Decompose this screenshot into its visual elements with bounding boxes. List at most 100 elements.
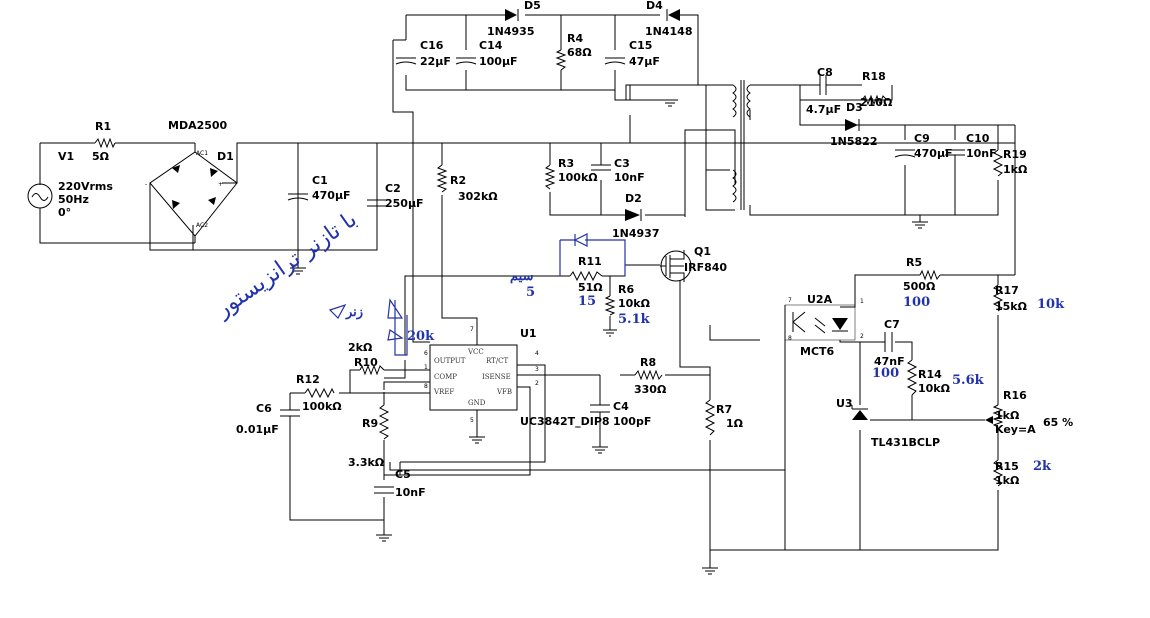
c9-name: C9 — [914, 132, 930, 145]
u2a-pin8: 8 — [788, 335, 792, 342]
c10-capacitor-icon — [945, 149, 965, 156]
labels: V1 220Vrms 50Hz 0° MDA2500 D1 AC1 AC2 + … — [58, 0, 1073, 499]
r17-value: 15kΩ — [995, 300, 1028, 313]
r3-name: R3 — [558, 157, 574, 170]
r10-name: R10 — [354, 356, 378, 369]
d3-name: D3 — [846, 101, 863, 114]
r11-value: 51Ω — [578, 281, 603, 294]
bridge-diodes-icon — [172, 165, 218, 209]
r8-resistor-icon — [634, 369, 663, 381]
d2-value: 1N4937 — [612, 227, 659, 240]
c6-value: 0.01µF — [236, 423, 279, 436]
r18-name: R18 — [862, 70, 886, 83]
u1-pinno-rtct: 4 — [535, 350, 539, 357]
d2-name: D2 — [625, 192, 642, 205]
u1-pinno-vfb: 2 — [535, 380, 539, 387]
r2-name: R2 — [450, 174, 466, 187]
r5-resistor-icon — [919, 269, 941, 281]
c1-value: 470µF — [312, 189, 351, 202]
r8-name: R8 — [640, 356, 656, 369]
d5-diode-icon — [505, 9, 517, 21]
r10-resistor-icon — [359, 364, 385, 376]
c4-capacitor-icon — [590, 404, 610, 425]
r17-resistor-icon — [992, 284, 1004, 312]
c4-name: C4 — [613, 400, 629, 413]
r18-value: 210Ω — [860, 96, 893, 109]
r15-resistor-icon — [992, 459, 1004, 487]
r9-resistor-icon — [378, 404, 390, 440]
r2-value: 302kΩ — [458, 190, 498, 203]
handwritten-notes: 5.1k 15 20k 100 100 5.6k 10k 2k 5 ﺳﯿﻢ ﺯﻧ… — [211, 207, 1065, 474]
c1-name: C1 — [312, 174, 328, 187]
r1-name: R1 — [95, 120, 111, 133]
uc3842-body — [429, 344, 518, 411]
r15-value: 1kΩ — [995, 474, 1020, 487]
r16-key: Key=A — [995, 423, 1036, 436]
r6-value: 10kΩ — [618, 297, 651, 310]
r11-resistor-icon — [569, 270, 603, 282]
c16-capacitor-icon — [395, 57, 417, 65]
r4-name: R4 — [567, 32, 583, 45]
r4-resistor-icon — [555, 49, 567, 71]
r16-name: R16 — [1003, 389, 1027, 402]
d4-diode-icon — [668, 9, 680, 21]
d5-value: 1N4935 — [487, 25, 534, 38]
d5-name: D5 — [524, 0, 541, 12]
r16-wiper-icon — [985, 416, 993, 424]
bridge-ac1: AC1 — [196, 150, 208, 157]
r14-resistor-icon — [906, 359, 918, 396]
d3-value: 1N5822 — [830, 135, 877, 148]
v1-frequency: 50Hz — [58, 193, 89, 206]
u1-pin-vref: VREF — [433, 388, 454, 396]
r12-resistor-icon — [304, 387, 335, 399]
u1-pinno-isense: 3 — [535, 366, 539, 373]
d2-diode-icon — [625, 209, 640, 221]
r10-value: 2kΩ — [348, 341, 373, 354]
c16-value: 22µF — [420, 55, 451, 68]
note-c7: 100 — [872, 366, 899, 381]
u1-pin-rtct: RT/CT — [486, 357, 509, 365]
r19-name: R19 — [1003, 148, 1027, 161]
c9-value: 470µF — [914, 147, 953, 160]
wires — [39, 14, 1016, 568]
v1-label: V1 — [58, 150, 74, 163]
ground-symbols — [290, 99, 928, 575]
r16-percent: 65 % — [1043, 416, 1073, 429]
r8-value: 330Ω — [634, 383, 667, 396]
c7-capacitor-icon — [884, 332, 893, 352]
r15-name: R15 — [995, 460, 1019, 473]
r7-value: 1Ω — [726, 417, 744, 430]
c2-capacitor-icon — [367, 199, 387, 207]
r16-potentiometer-icon — [992, 404, 1004, 428]
v1-voltage: 220Vrms — [58, 180, 113, 193]
transformer-icon — [732, 84, 751, 203]
r6-name: R6 — [618, 283, 634, 296]
bridge-part: MDA2500 — [168, 119, 228, 132]
q1-name: Q1 — [694, 245, 711, 258]
note-gate: 5 — [526, 285, 535, 300]
r1-resistor-icon — [94, 137, 116, 149]
c5-name: C5 — [395, 468, 411, 481]
u1-pin-gnd: GND — [468, 399, 486, 407]
u1-part: UC3842T_DIP8 — [520, 415, 610, 428]
c3-capacitor-icon — [591, 164, 611, 171]
c8-capacitor-icon — [819, 75, 835, 95]
note-r6: 5.1k — [618, 312, 651, 327]
r3-value: 100kΩ — [558, 171, 598, 184]
r18-resistor-icon — [861, 94, 888, 106]
c5-capacitor-icon — [374, 486, 394, 494]
r19-resistor-icon — [992, 149, 1004, 177]
r12-name: R12 — [296, 373, 320, 386]
u3-name: U3 — [836, 397, 853, 410]
u3-value: TL431BCLP — [871, 436, 940, 449]
note-handwritten-script: ﺑﺎ ﺗﺎﺯﻧﺮ ﺗﺮﺍﻧﺰﯾﺴﺘﻮﺭ — [211, 207, 362, 323]
r9-value: 3.3kΩ — [348, 456, 385, 469]
note-r11: 15 — [578, 294, 596, 309]
u1-name: U1 — [520, 327, 537, 340]
c5-value: 10nF — [395, 486, 426, 499]
bridge-rectifier-icon — [149, 151, 238, 237]
added-zener-transistor-sketch — [328, 298, 408, 356]
c7-name: C7 — [884, 318, 900, 331]
note-gate-script: ﺳﯿﻢ — [510, 269, 534, 284]
